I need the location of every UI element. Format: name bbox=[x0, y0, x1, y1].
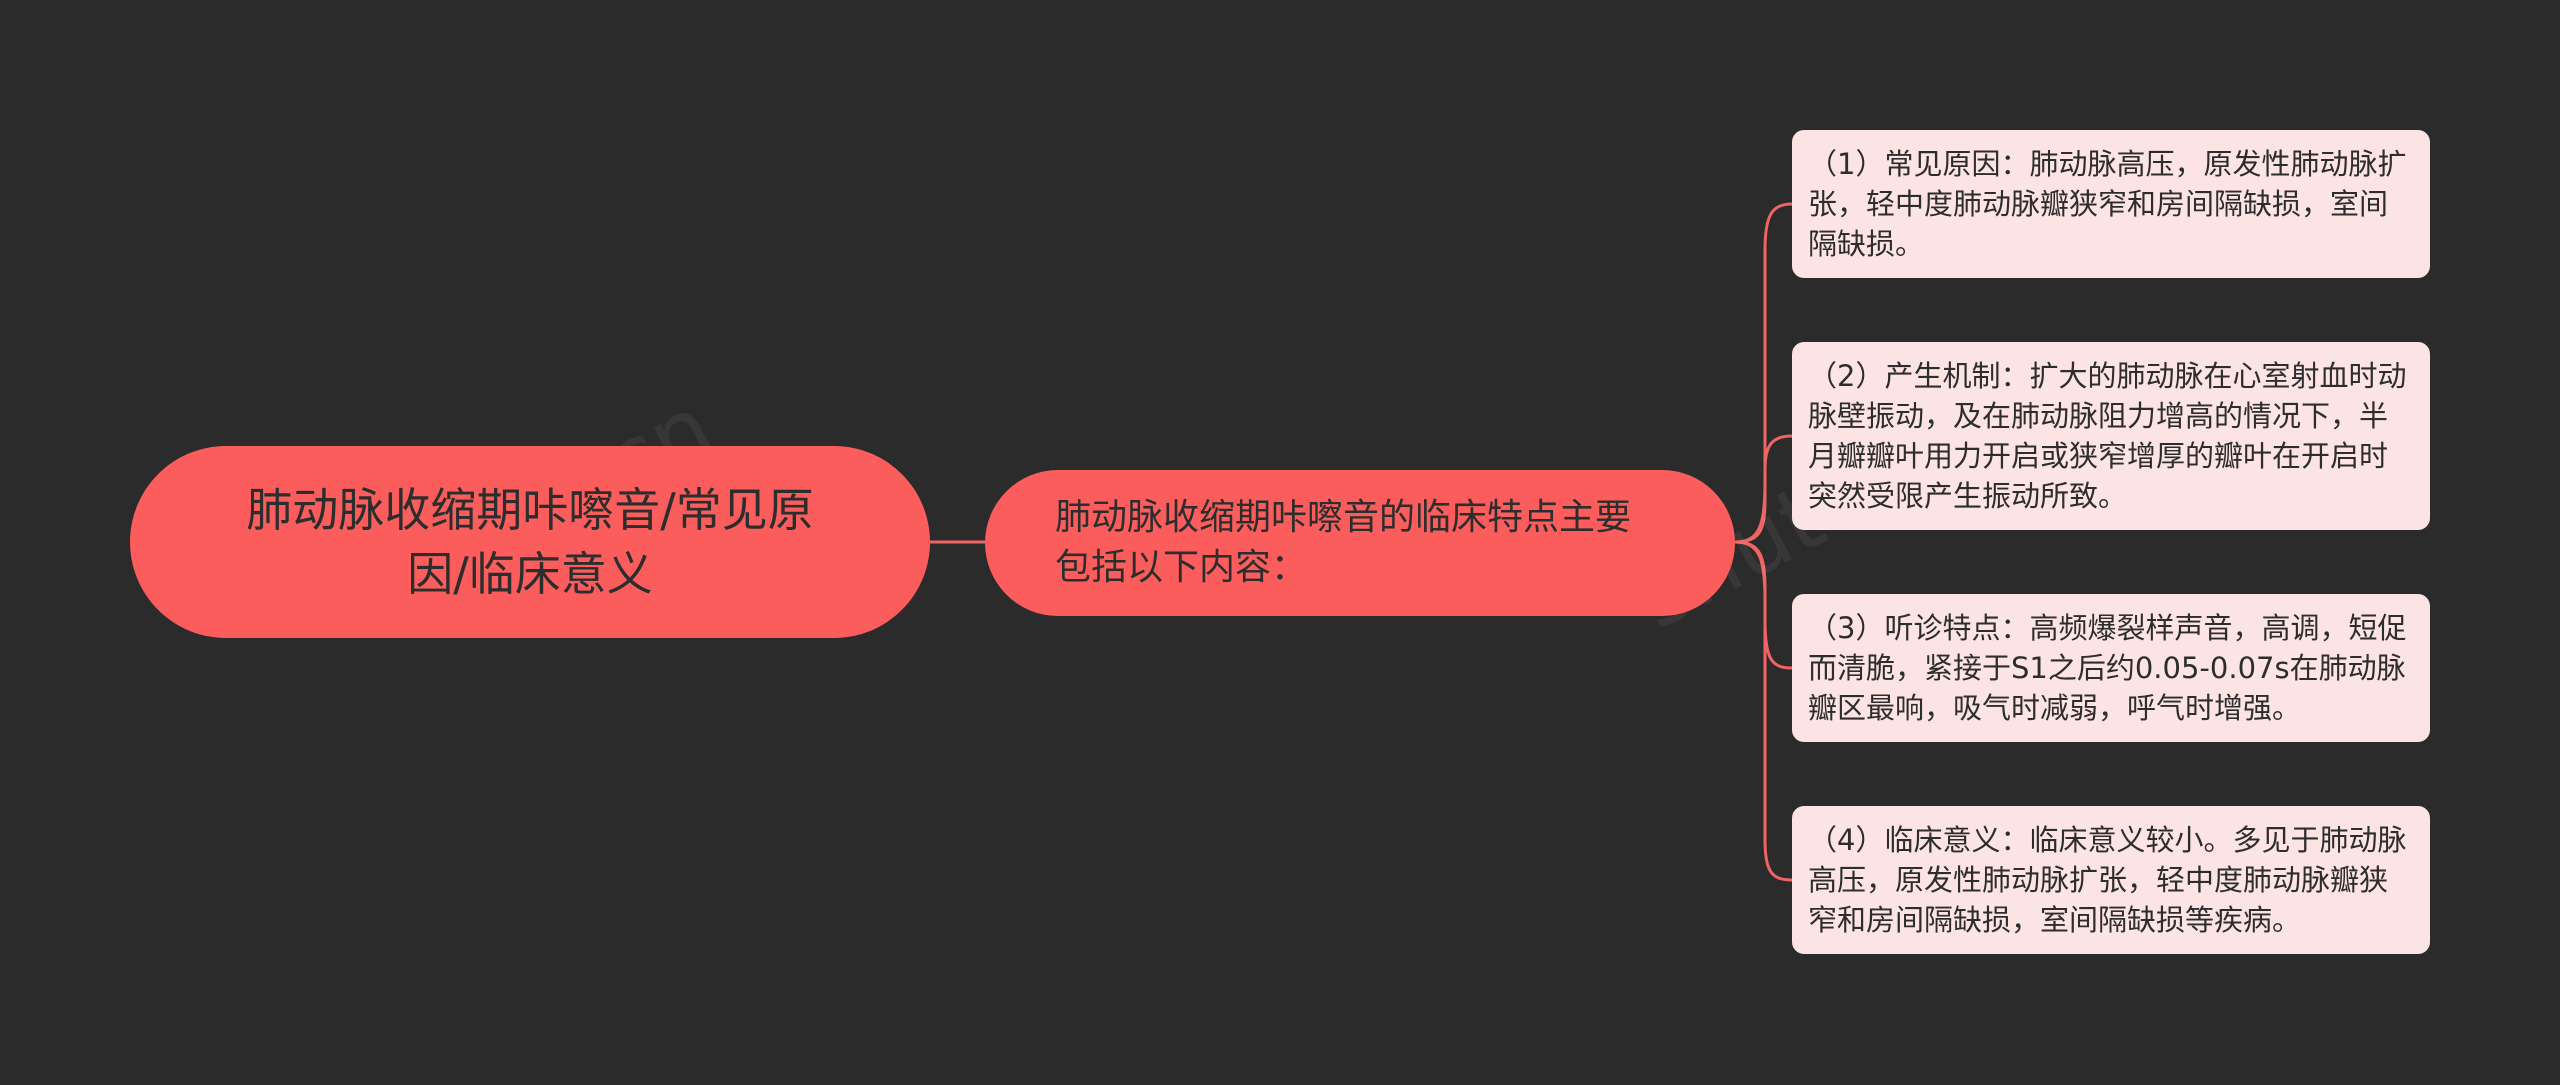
root-node[interactable]: 肺动脉收缩期咔嚓音/常见原因/临床意义 bbox=[130, 446, 930, 638]
branch-node-label: 肺动脉收缩期咔嚓音的临床特点主要包括以下内容： bbox=[1055, 497, 1632, 588]
leaf-node-label: （1）常见原因：肺动脉高压，原发性肺动脉扩张，轻中度肺动脉瓣狭窄和房间隔缺损，室… bbox=[1808, 147, 2407, 261]
root-node-label: 肺动脉收缩期咔嚓音/常见原因/临床意义 bbox=[246, 483, 814, 601]
leaf-node-label: （3）听诊特点：高频爆裂样声音，高调，短促而清脆，紧接于S1之后约0.05-0.… bbox=[1808, 611, 2407, 725]
leaf-node-label: （4）临床意义：临床意义较小。多见于肺动脉高压，原发性肺动脉扩张，轻中度肺动脉瓣… bbox=[1808, 823, 2407, 937]
connector-branch-leaf-2 bbox=[1734, 434, 1793, 544]
leaf-node-mechanism[interactable]: （2）产生机制：扩大的肺动脉在心室射血时动脉壁振动，及在肺动脉阻力增高的情况下，… bbox=[1792, 342, 2430, 530]
connector-branch-leaf-4 bbox=[1734, 540, 1793, 882]
leaf-node-auscultation[interactable]: （3）听诊特点：高频爆裂样声音，高调，短促而清脆，紧接于S1之后约0.05-0.… bbox=[1792, 594, 2430, 742]
leaf-node-causes[interactable]: （1）常见原因：肺动脉高压，原发性肺动脉扩张，轻中度肺动脉瓣狭窄和房间隔缺损，室… bbox=[1792, 130, 2430, 278]
branch-node[interactable]: 肺动脉收缩期咔嚓音的临床特点主要包括以下内容： bbox=[985, 470, 1735, 616]
leaf-node-significance[interactable]: （4）临床意义：临床意义较小。多见于肺动脉高压，原发性肺动脉扩张，轻中度肺动脉瓣… bbox=[1792, 806, 2430, 954]
leaf-node-label: （2）产生机制：扩大的肺动脉在心室射血时动脉壁振动，及在肺动脉阻力增高的情况下，… bbox=[1808, 359, 2407, 513]
